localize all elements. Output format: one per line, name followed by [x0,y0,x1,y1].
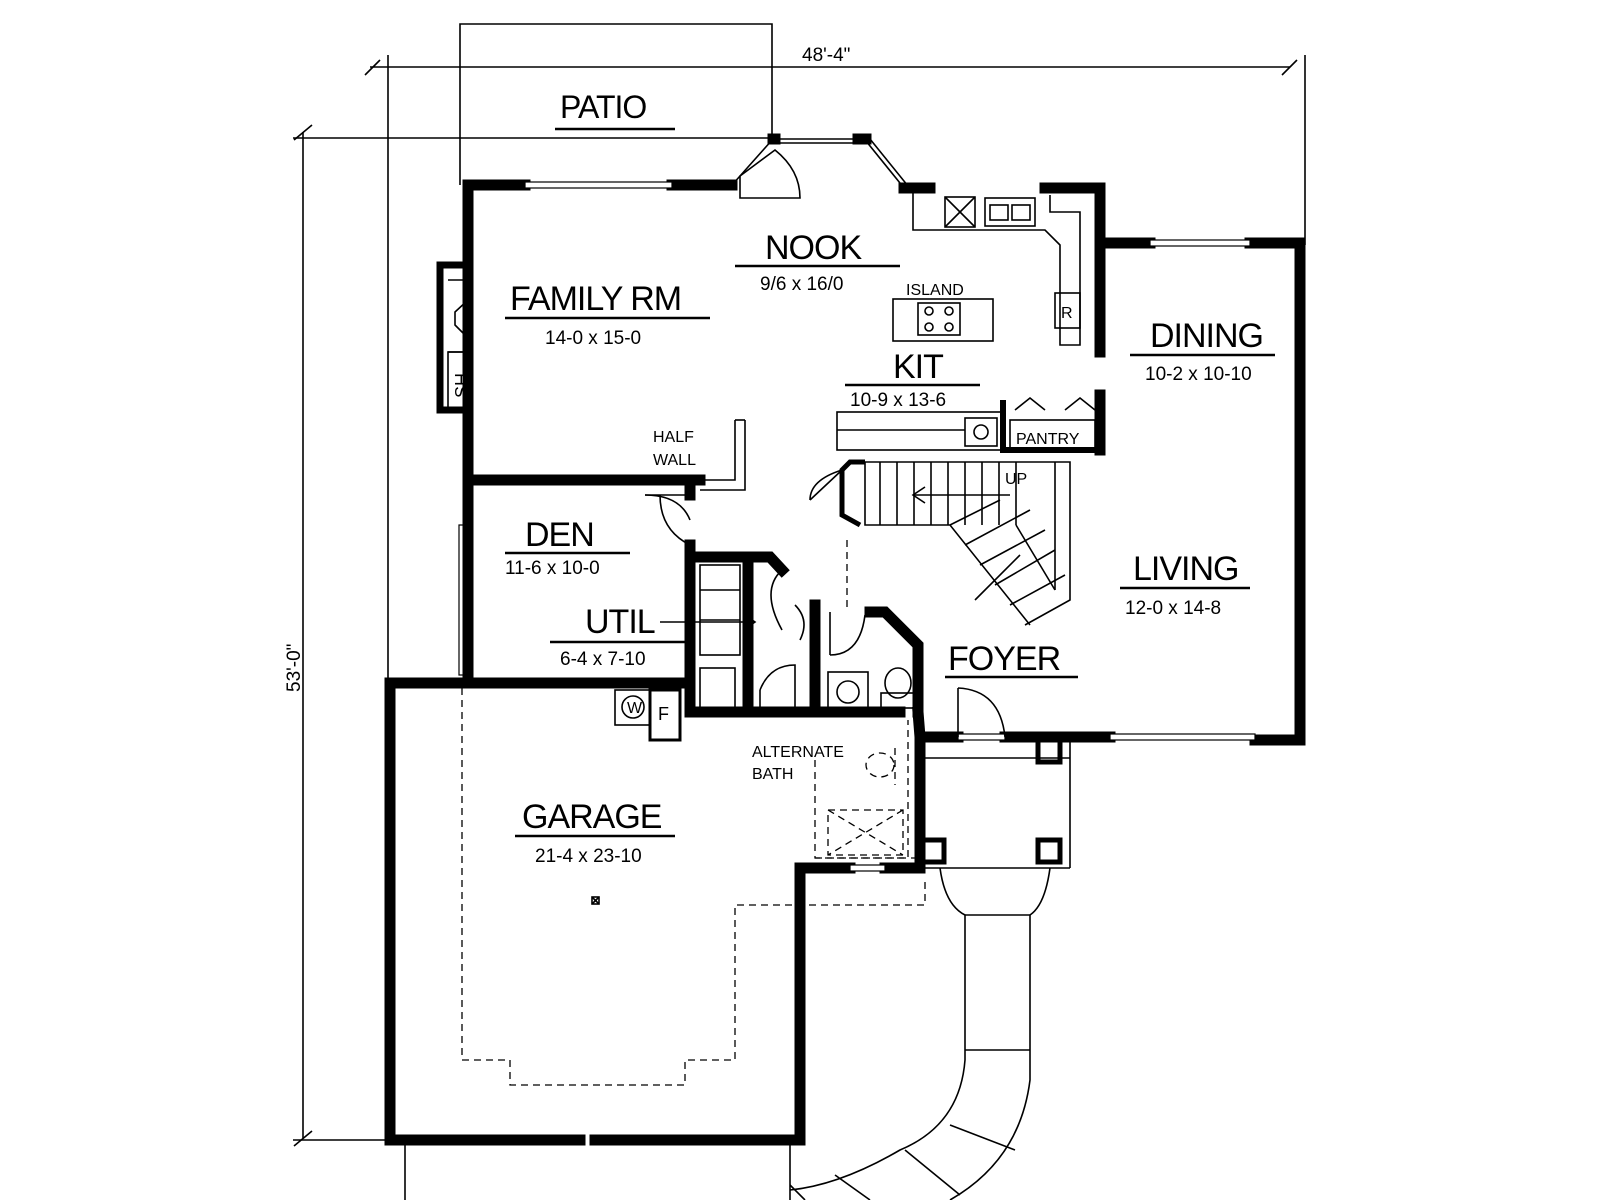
family-room-size: 14-0 x 15-0 [545,328,641,349]
stairs [809,459,1071,626]
stairs-up-label: UP [1005,471,1027,488]
den-size: 11-6 x 10-0 [505,558,600,579]
nook-size: 9/6 x 16/0 [760,274,843,295]
living-size: 12-0 x 14-8 [1125,598,1221,619]
util-cabinets [660,564,805,709]
living-label: LIVING [1133,550,1238,588]
depth-dimension: 53'-0" [284,644,305,692]
refrigerator-label: R [1061,305,1073,322]
family-room-label: FAMILY RM [510,280,681,318]
pantry-label: PANTRY [1016,431,1080,448]
dining-label: DINING [1150,317,1263,355]
patio-door [731,138,801,199]
foyer-door [957,687,1006,738]
kitchen-lower-counter [836,411,1004,451]
foyer-label: FOYER [948,640,1060,678]
washer-label: W [627,700,643,717]
curved-walkway [789,867,1051,1200]
patio-label: PATIO [560,89,646,125]
kitchen-label: KIT [893,348,943,386]
util-label: UTIL [585,603,655,641]
shelves-label: SH [452,373,472,398]
half-wall-label-2: WALL [653,452,696,469]
dining-size: 10-2 x 10-10 [1145,364,1252,385]
fireplace [436,261,469,414]
half-wall [700,419,746,491]
island-label: ISLAND [906,282,964,299]
kitchen-island [892,298,994,342]
kitchen-counters [912,193,1081,346]
garage-label: GARAGE [522,798,662,836]
den-label: DEN [525,516,594,554]
half-wall-label-1: HALF [653,429,694,446]
furnace-label: F [658,704,669,724]
interior-walls [462,400,1100,743]
garage-size: 21-4 x 23-10 [535,846,642,867]
washer-dryer [614,688,682,742]
alternate-bath-label-2: BATH [752,766,793,783]
pantry-doors [1009,396,1096,449]
alternate-bath-label-1: ALTERNATE [752,744,844,761]
kitchen-size: 10-9 x 13-6 [850,390,946,411]
patio-outline [459,23,773,185]
alternate-bath [814,720,909,859]
front-porch [919,737,1071,869]
dimension-lines [293,55,1306,1147]
width-dimension: 48'-4" [802,45,850,66]
den-door [644,494,691,546]
util-size: 6-4 x 7-10 [560,649,646,670]
nook-label: NOOK [765,229,862,267]
garage-door-line [404,1145,791,1200]
garage-car-outline [461,688,926,1086]
garage-floor-drain [591,896,600,905]
powder-bath [759,612,916,712]
windows [458,138,1256,872]
